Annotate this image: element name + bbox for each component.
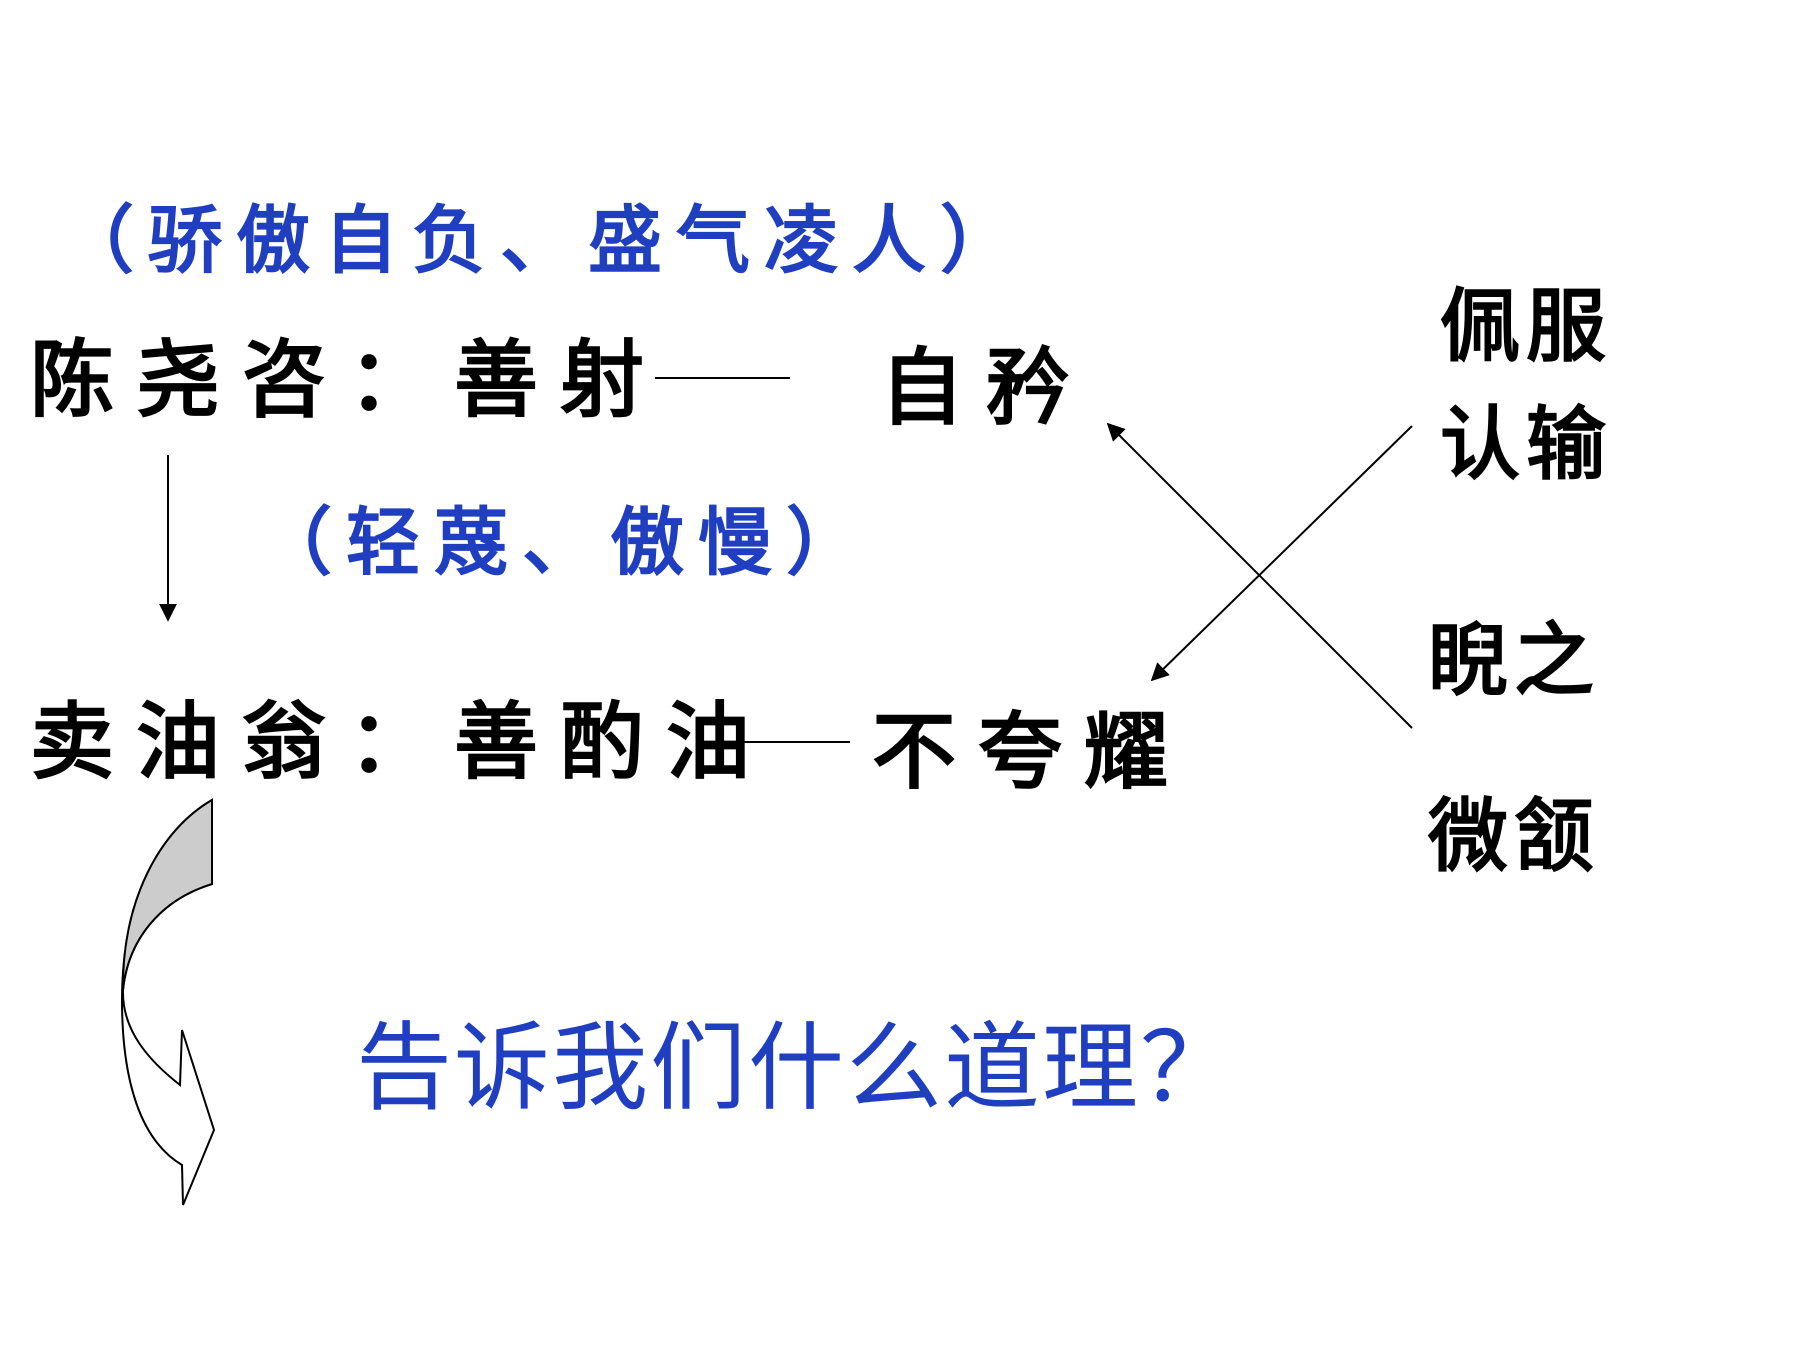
curved-arrow-shade [121, 798, 213, 991]
right-peifu: 佩服 [1440, 279, 1612, 373]
right-renshu: 认输 [1440, 397, 1612, 491]
note-arrogant: （骄傲自负、盛气凌人） [60, 198, 1028, 284]
cross-arrow-to-zijin [1106, 422, 1413, 729]
question-text: 告诉我们什么道理？ [356, 1012, 1238, 1124]
right-nizhi: 睨之 [1428, 613, 1600, 707]
label-chen-yaozi: 陈尧咨：善射 [30, 330, 667, 429]
right-weihan: 微颔 [1428, 789, 1600, 883]
trait-bukuayao: 不夸耀 [872, 702, 1191, 801]
trait-zijin: 自矜 [880, 338, 1093, 437]
label-mai-you-weng: 卖油翁：善酌油 [30, 692, 773, 791]
note-contempt: （轻蔑、傲慢） [258, 500, 874, 586]
cross-arrow-to-bukuayao [1150, 425, 1413, 682]
